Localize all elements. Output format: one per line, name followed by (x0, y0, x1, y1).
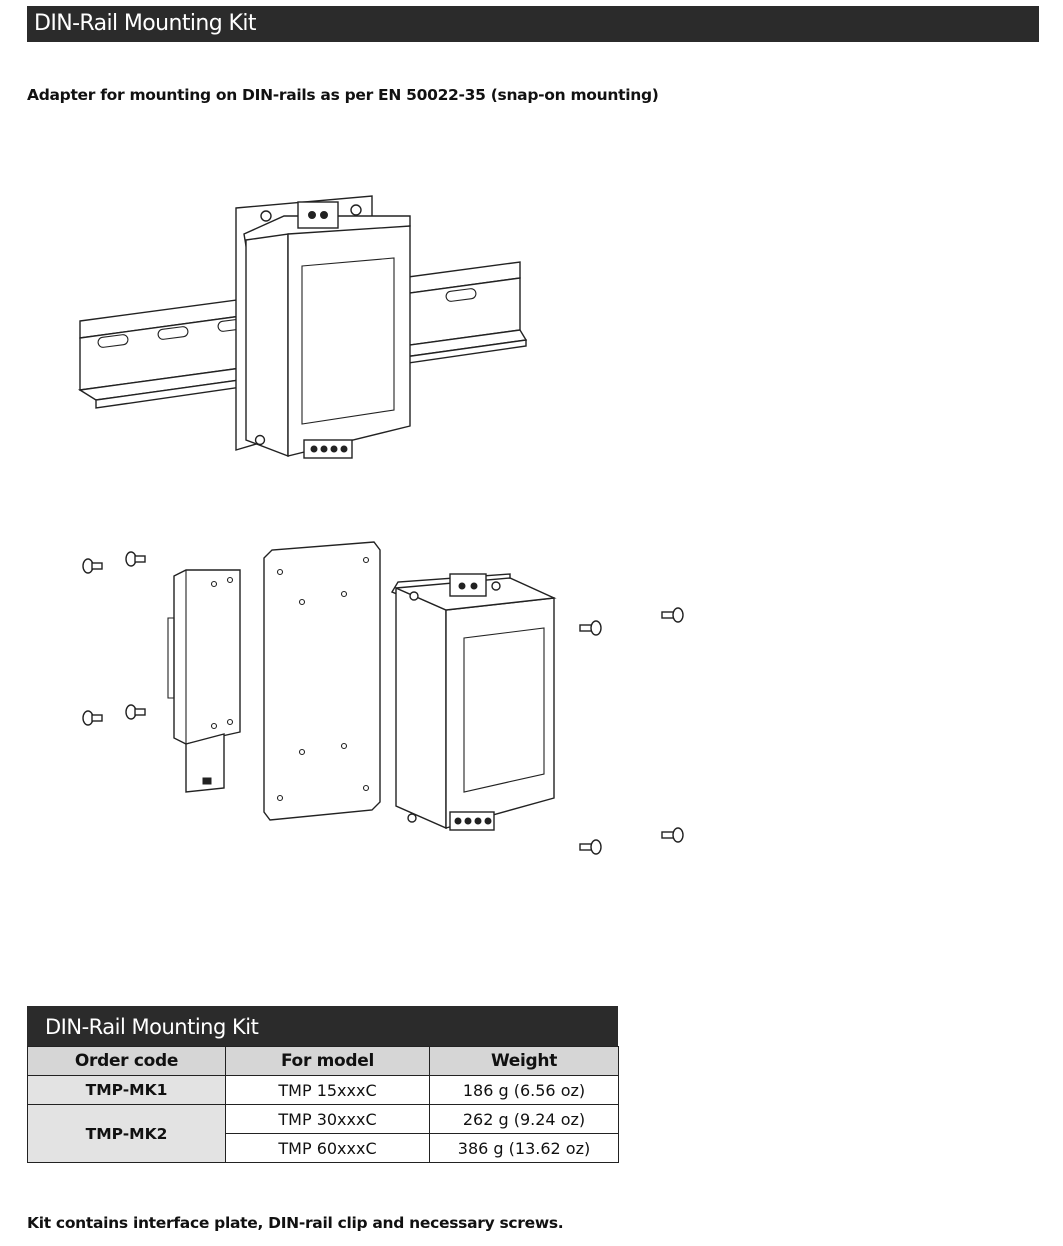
mounting-illustration (66, 178, 698, 878)
filter-unit-assembled (235, 195, 411, 459)
screws-left (82, 551, 146, 726)
subtitle: Adapter for mounting on DIN-rails as per… (27, 86, 659, 104)
mounting-illustration-svg (77, 195, 684, 855)
kit-table: DIN-Rail Mounting Kit Order code For mod… (27, 1006, 619, 1163)
weight-cell: 186 g (6.56 oz) (429, 1075, 619, 1105)
order-code-cell: TMP-MK2 (27, 1104, 226, 1163)
interface-plate (263, 541, 381, 821)
model-cell: TMP 30xxxC (225, 1104, 430, 1134)
footnote: Kit contains interface plate, DIN-rail c… (27, 1214, 564, 1232)
order-code-cell: TMP-MK1 (27, 1075, 226, 1105)
column-header-weight: Weight (429, 1046, 619, 1076)
table-header-row: Order code For model Weight (27, 1046, 619, 1076)
model-cell: TMP 60xxxC (225, 1133, 430, 1163)
column-header-order-code: Order code (27, 1046, 226, 1076)
screws-right (579, 607, 684, 855)
filter-unit-exploded (390, 573, 557, 831)
table-row: TMP-MK2 TMP 30xxxC 262 g (9.24 oz) (27, 1104, 619, 1163)
page-title: DIN-Rail Mounting Kit (34, 11, 256, 36)
weight-cell: 386 g (13.62 oz) (429, 1133, 619, 1163)
table-row: TMP-MK1 TMP 15xxxC 186 g (6.56 oz) (27, 1075, 619, 1105)
model-cell: TMP 15xxxC (225, 1075, 430, 1105)
page-header: DIN-Rail Mounting Kit (27, 6, 1039, 42)
table-row: TMP 60xxxC 386 g (13.62 oz) (28, 1133, 619, 1163)
din-rail-clip (167, 569, 241, 793)
column-header-for-model: For model (225, 1046, 430, 1076)
kit-table-grid: Order code For model Weight TMP-MK1 TMP … (27, 1046, 619, 1163)
kit-table-title: DIN-Rail Mounting Kit (27, 1006, 618, 1046)
weight-cell: 262 g (9.24 oz) (429, 1104, 619, 1134)
